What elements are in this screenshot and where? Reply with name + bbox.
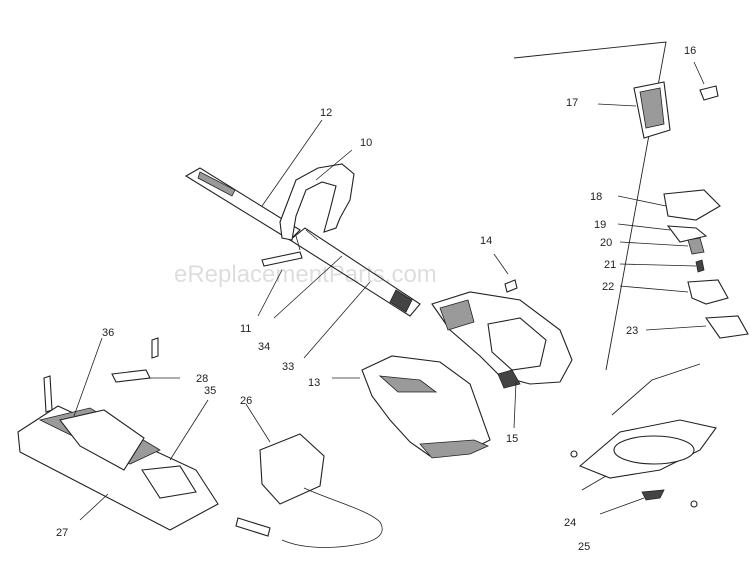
callout-13: 13 (308, 377, 320, 389)
callout-26: 26 (240, 395, 252, 407)
callout-15: 15 (506, 433, 518, 445)
callout-14: 14 (480, 235, 492, 247)
callout-19: 19 (594, 219, 606, 231)
callout-21: 21 (604, 259, 616, 271)
callout-25: 25 (578, 541, 590, 553)
callout-28: 28 (196, 373, 208, 385)
upper-shaft-assembly (184, 163, 421, 317)
callout-16: 16 (684, 45, 696, 57)
callout-24: 24 (564, 517, 576, 529)
callout-10: 10 (360, 137, 372, 149)
callout-33: 33 (282, 361, 294, 373)
charger-base (17, 337, 219, 531)
callout-22: 22 (602, 281, 614, 293)
spool-cover (570, 419, 717, 508)
lower-housing (431, 279, 573, 389)
leader-lines (73, 61, 707, 521)
callout-18: 18 (590, 191, 602, 203)
callout-27: 27 (56, 527, 68, 539)
charger-transformer (235, 433, 383, 548)
part-callouts: 10 11 12 13 14 15 16 17 18 19 20 21 22 2… (56, 45, 696, 553)
callout-11: 11 (240, 323, 251, 335)
callout-34: 34 (258, 341, 270, 353)
watermark-text: eReplacementParts.com (174, 261, 437, 288)
callout-12: 12 (320, 107, 332, 119)
callout-17: 17 (566, 97, 578, 109)
callout-20: 20 (600, 237, 612, 249)
guard (361, 355, 491, 459)
callout-23: 23 (626, 325, 638, 337)
callout-36: 36 (102, 327, 114, 339)
motor-assembly (513, 41, 749, 416)
callout-35: 35 (204, 385, 216, 397)
